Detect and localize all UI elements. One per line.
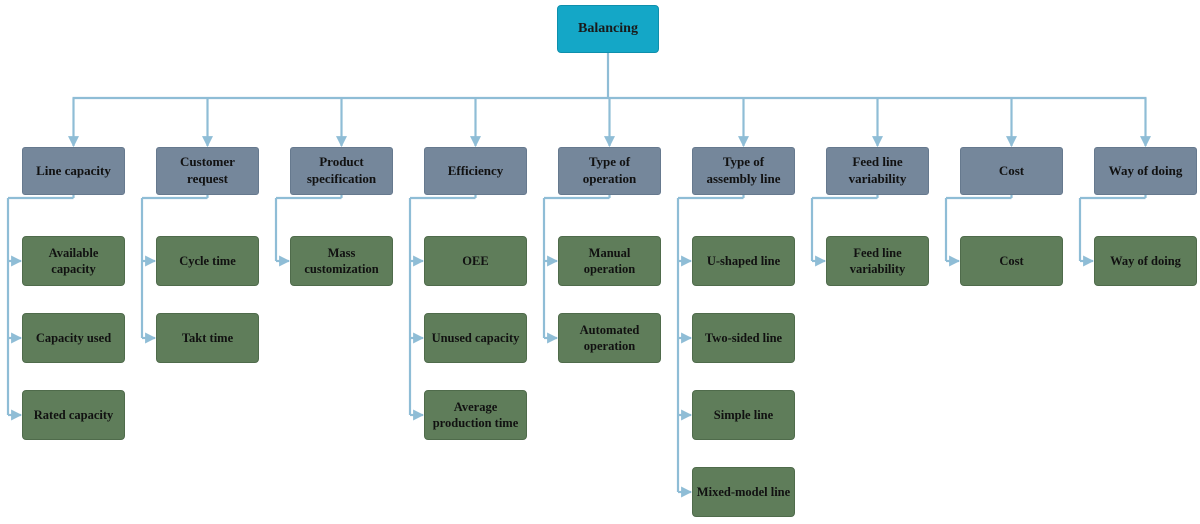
category-node: Feed line variability bbox=[826, 147, 929, 195]
category-node: Type of assembly line bbox=[692, 147, 795, 195]
leaf-node: Automated operation bbox=[558, 313, 661, 363]
leaf-node: Average production time bbox=[424, 390, 527, 440]
root-node: Balancing bbox=[557, 5, 659, 53]
leaf-node: Takt time bbox=[156, 313, 259, 363]
category-node: Customer request bbox=[156, 147, 259, 195]
leaf-node: Available capacity bbox=[22, 236, 125, 286]
leaf-node: Cycle time bbox=[156, 236, 259, 286]
leaf-node: Unused capacity bbox=[424, 313, 527, 363]
category-node: Way of doing bbox=[1094, 147, 1197, 195]
leaf-node: Manual operation bbox=[558, 236, 661, 286]
leaf-node: Capacity used bbox=[22, 313, 125, 363]
category-node: Type of operation bbox=[558, 147, 661, 195]
category-node: Efficiency bbox=[424, 147, 527, 195]
category-node: Line capacity bbox=[22, 147, 125, 195]
category-node: Cost bbox=[960, 147, 1063, 195]
leaf-node: Mass customization bbox=[290, 236, 393, 286]
leaf-node: OEE bbox=[424, 236, 527, 286]
leaf-node: Rated capacity bbox=[22, 390, 125, 440]
leaf-node: Mixed-model line bbox=[692, 467, 795, 517]
leaf-node: Way of doing bbox=[1094, 236, 1197, 286]
leaf-node: Two-sided line bbox=[692, 313, 795, 363]
leaf-node: Cost bbox=[960, 236, 1063, 286]
category-node: Product specification bbox=[290, 147, 393, 195]
leaf-node: Feed line variability bbox=[826, 236, 929, 286]
leaf-node: U-shaped line bbox=[692, 236, 795, 286]
leaf-node: Simple line bbox=[692, 390, 795, 440]
